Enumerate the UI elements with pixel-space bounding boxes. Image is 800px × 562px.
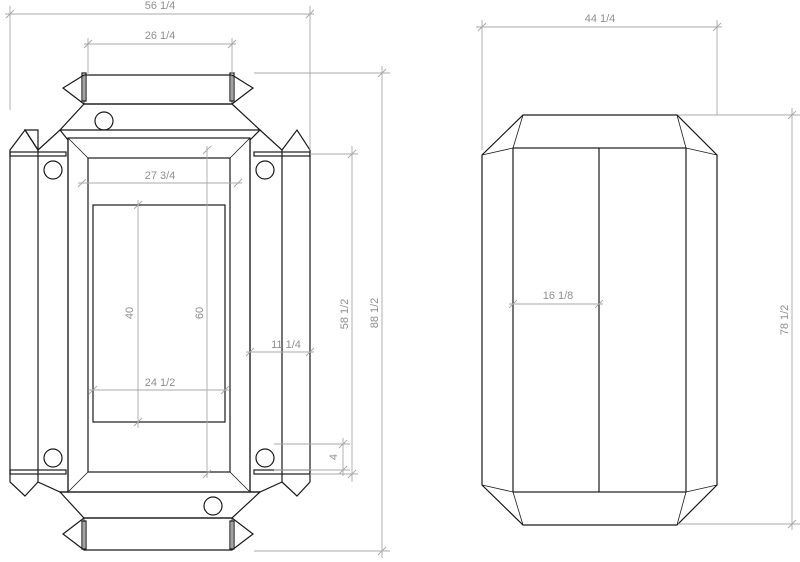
right-outer-flap	[281, 128, 311, 497]
front-panel-outer	[67, 137, 251, 493]
right-side-panel	[249, 129, 283, 493]
left-top-hole	[43, 160, 63, 180]
right-assembled-view	[481, 114, 718, 526]
bottom-dust-panel	[58, 491, 262, 519]
left-side-panel	[37, 129, 69, 493]
right-bottom-hole	[255, 448, 275, 468]
bottom-tuck-flap	[62, 517, 254, 551]
dim-top-flap-width: 26 1/4	[145, 30, 176, 42]
top-dust-panel	[58, 103, 262, 131]
dim-right-overall-height: 78 1/2	[779, 305, 791, 336]
left-flat-blank	[9, 72, 311, 551]
dim-right-overall-width: 44 1/4	[585, 13, 616, 25]
dim-overall-height: 88 1/2	[369, 298, 381, 329]
dim-inner-width: 27 3/4	[145, 170, 176, 182]
left-bottom-hole	[43, 448, 63, 468]
top-flap-slot-left	[81, 72, 87, 102]
front-panel-inner	[87, 157, 231, 473]
dim-hole-offset: 4	[328, 454, 340, 460]
dim-panel-width: 16 1/8	[543, 290, 574, 302]
bottom-hole	[203, 496, 223, 516]
dim-window-width: 24 1/2	[145, 377, 176, 389]
bottom-flap-slot-left	[81, 520, 87, 550]
dim-window-height: 40	[124, 307, 136, 319]
right-dimensions: 44 1/4 16 1/8 78 1/2	[476, 13, 800, 530]
dim-overall-width: 56 1/4	[145, 0, 176, 12]
top-tuck-flap	[61, 74, 255, 105]
right-top-hole	[255, 160, 275, 180]
left-dimensions: 56 1/4 26 1/4 27 3/4 24 1/2 40 60 11 1/4	[5, 0, 390, 558]
dim-inner-height: 60	[194, 307, 206, 319]
display-window	[92, 204, 226, 423]
top-hole	[94, 111, 114, 131]
dim-side-panel-width: 11 1/4	[271, 339, 301, 351]
dim-body-height: 58 1/2	[339, 299, 351, 330]
bottom-flap-slot-right	[229, 520, 235, 550]
